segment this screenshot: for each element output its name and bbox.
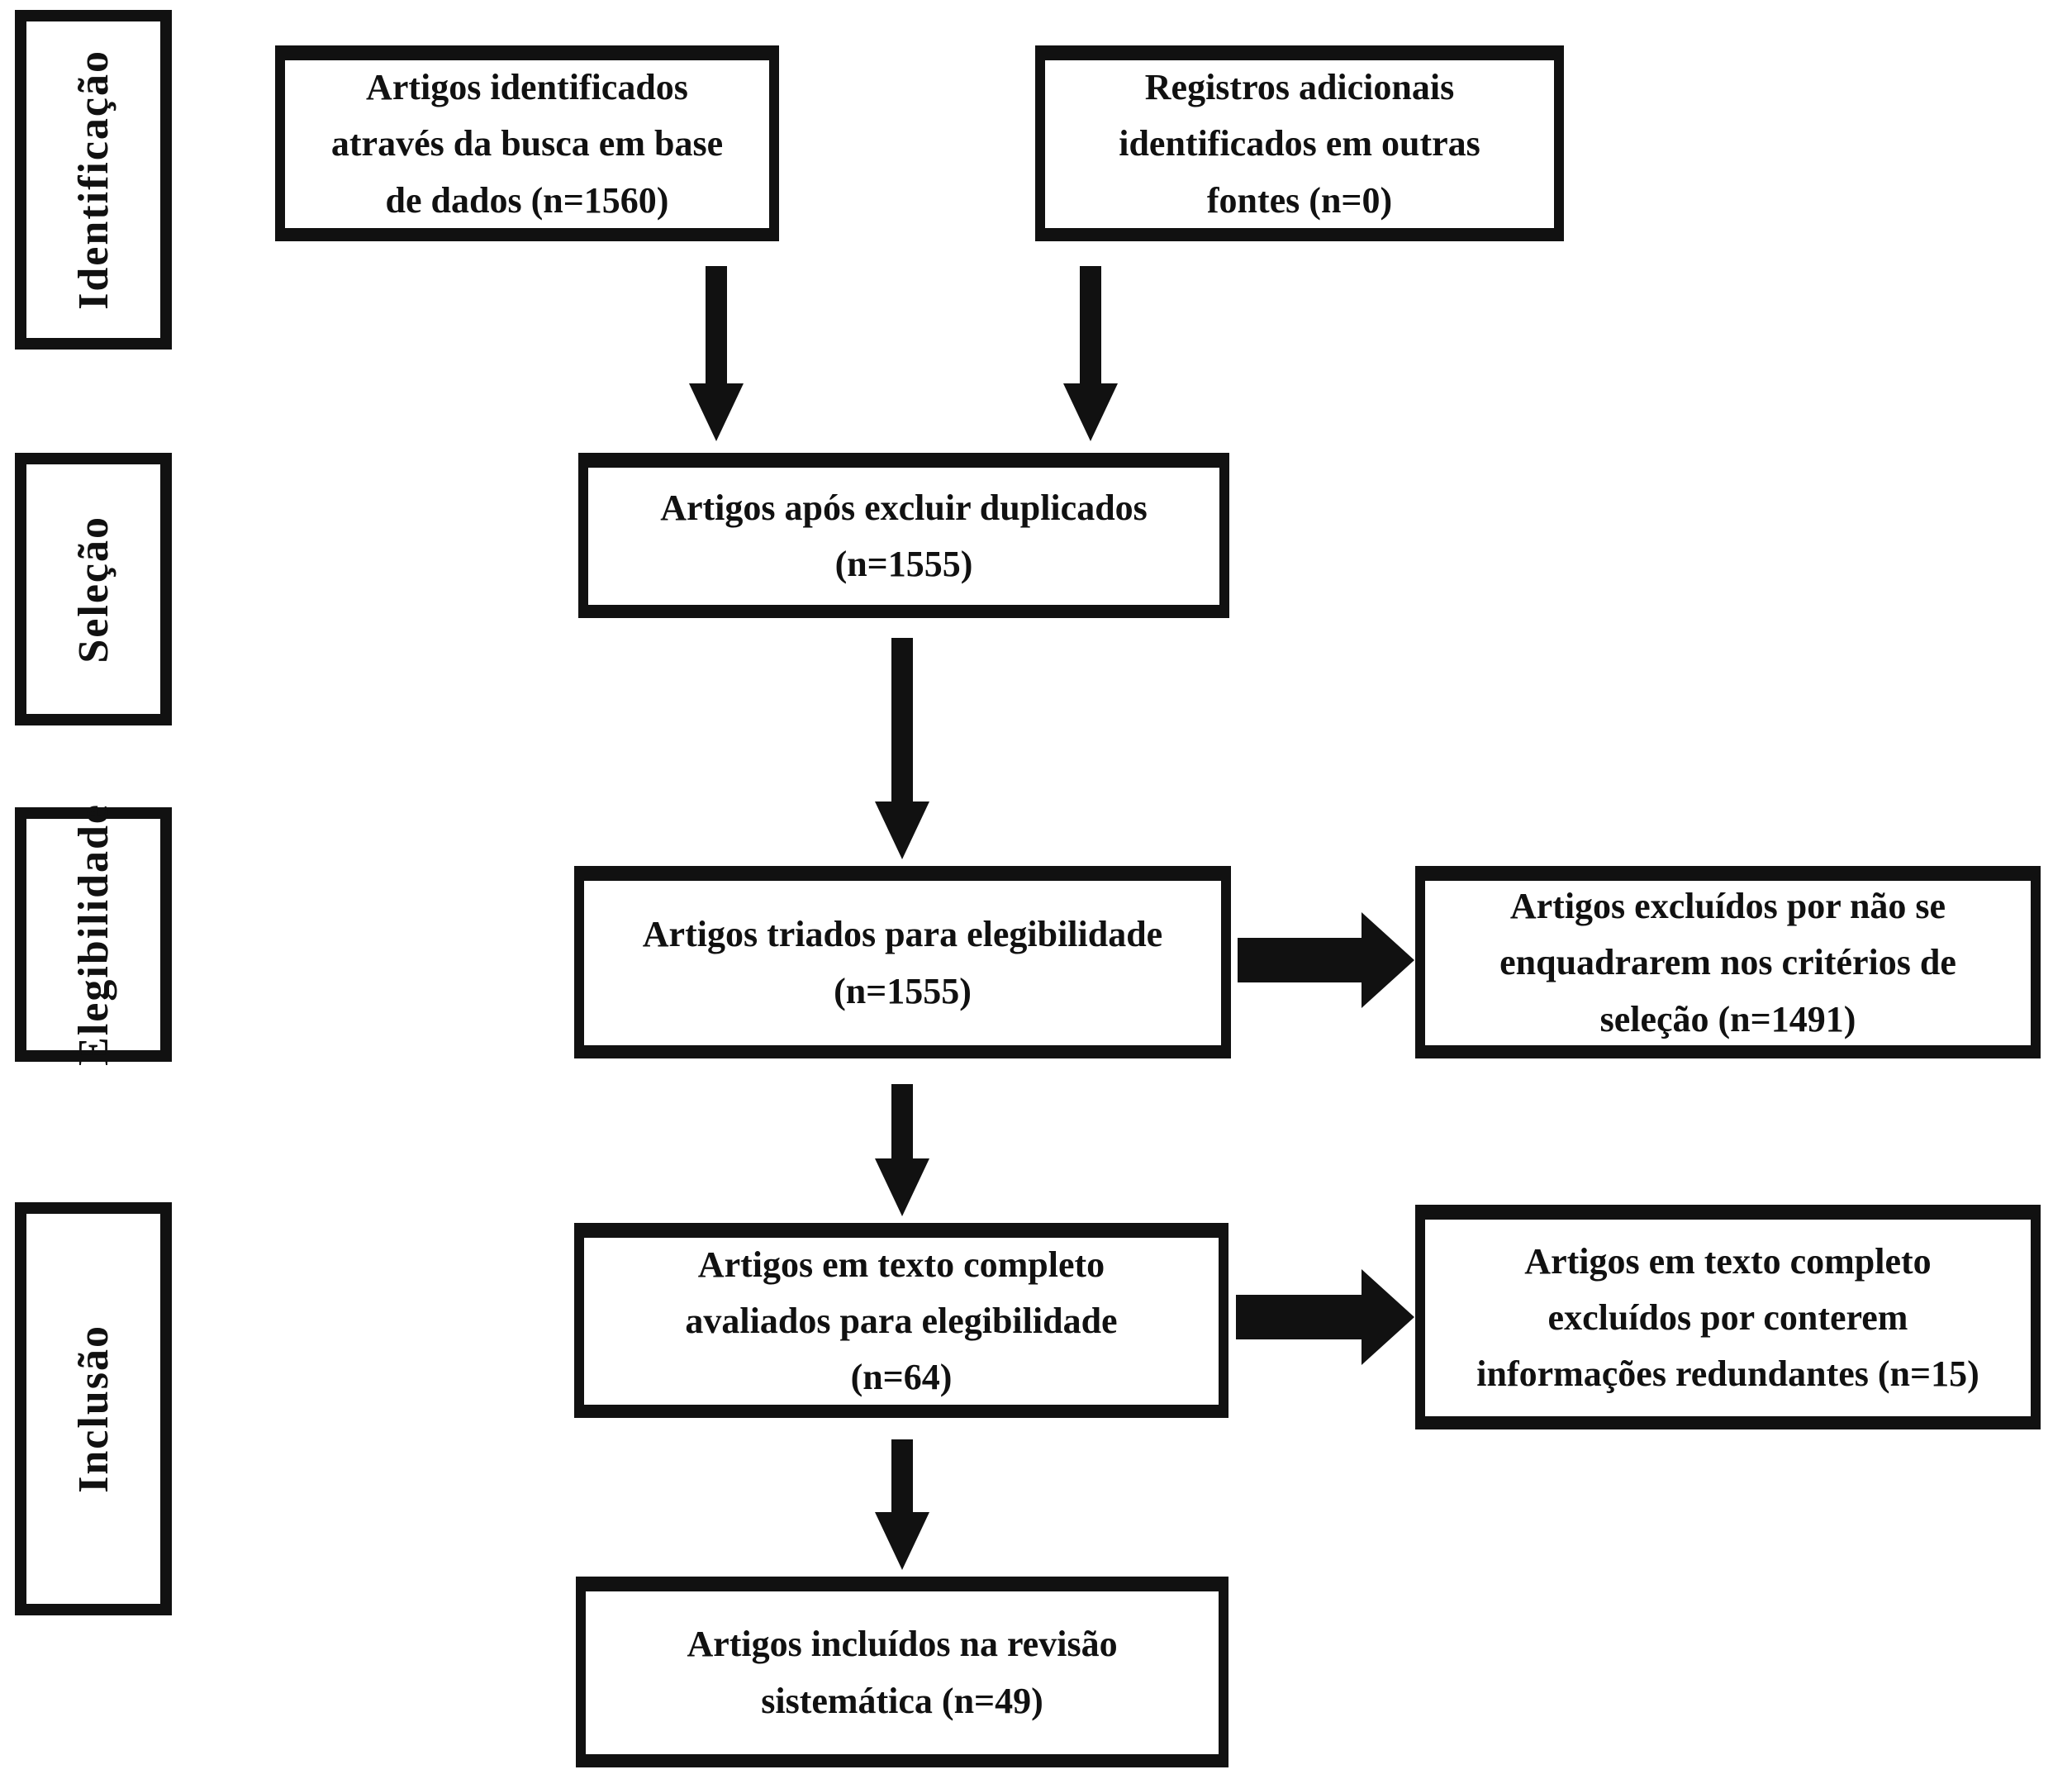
down-arrow-database-to-duplicates-icon [683,266,749,441]
down-arrow-screened-to-fulltext-icon [869,1084,935,1216]
arrow-head [1063,383,1118,441]
box-articles-included-systematic-review-text: Artigos incluídos na revisão sistemática… [687,1624,1118,1721]
box-articles-after-duplicates-removed-text: Artigos após excluir duplicados (n=1555) [660,487,1148,584]
box-articles-excluded-criteria: Artigos excluídos por não se enquadrarem… [1415,866,2041,1058]
box-fulltext-articles-assessed: Artigos em texto completo avaliados para… [574,1223,1228,1418]
box-articles-identified-database-text: Artigos identificados através da busca e… [330,67,724,221]
stage-box-inclusao: Inclusão [15,1202,172,1615]
stage-label-selecao: Seleção [69,515,117,664]
box-articles-included-systematic-review: Artigos incluídos na revisão sistemática… [576,1577,1228,1767]
box-fulltext-articles-excluded-redundant-text: Artigos em texto completo excluídos por … [1476,1240,1979,1395]
down-arrow-fulltext-to-included-icon [869,1439,935,1570]
arrow-shaft [706,266,727,393]
box-fulltext-articles-assessed-text: Artigos em texto completo avaliados para… [685,1244,1118,1398]
box-articles-identified-database: Artigos identificados através da busca e… [275,45,779,241]
arrow-head [1362,1269,1414,1365]
stage-label-inclusao: Inclusão [69,1325,117,1493]
down-arrow-other-sources-to-duplicates-icon [1057,266,1124,441]
arrow-head [875,1512,929,1570]
box-articles-screened-eligibility: Artigos triados para elegibilidade (n=15… [574,866,1231,1058]
right-arrow-fulltext-to-excluded-icon [1236,1269,1414,1365]
arrow-head [1362,912,1414,1008]
box-additional-records-other-sources-text: Registros adicionais identificados em ou… [1119,67,1480,221]
arrow-shaft [891,1084,913,1168]
stage-box-selecao: Seleção [15,453,172,725]
down-arrow-duplicates-to-screened-icon [869,638,935,859]
right-arrow-screened-to-excluded-icon [1238,912,1414,1008]
arrow-shaft [1080,266,1101,393]
stage-label-identificacao: Identificação [69,50,117,310]
stage-box-elegibilidade: Elegibilidade [15,803,172,1066]
arrow-shaft [891,638,913,811]
arrow-shaft [1236,1295,1366,1339]
box-fulltext-articles-excluded-redundant: Artigos em texto completo excluídos por … [1415,1205,2041,1429]
stage-label-elegibilidade: Elegibilidade [69,803,117,1066]
arrow-head [875,802,929,859]
arrow-shaft [891,1439,913,1522]
arrow-head [689,383,744,441]
box-articles-excluded-criteria-text: Artigos excluídos por não se enquadrarem… [1499,886,1956,1039]
stage-box-identificacao: Identificação [15,10,172,350]
box-additional-records-other-sources: Registros adicionais identificados em ou… [1035,45,1564,241]
box-articles-after-duplicates-removed: Artigos após excluir duplicados (n=1555) [578,453,1229,618]
arrow-head [875,1158,929,1216]
box-articles-screened-eligibility-text: Artigos triados para elegibilidade (n=15… [642,914,1163,1011]
arrow-shaft [1238,938,1366,982]
